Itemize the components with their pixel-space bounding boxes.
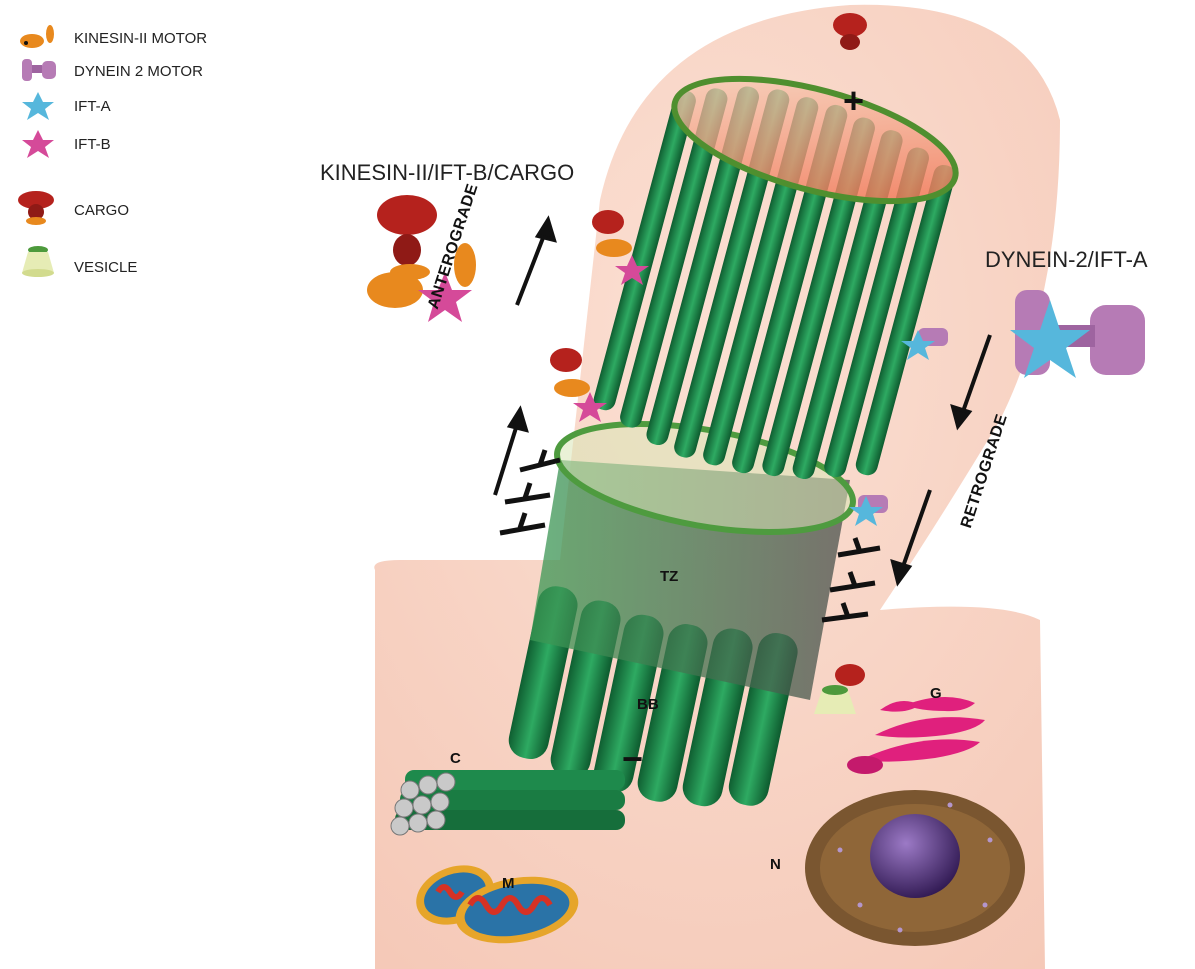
legend-label-ift-b: IFT-B (74, 136, 111, 153)
centriole (391, 770, 625, 835)
legend-item-vesicle: VESICLE (8, 251, 268, 285)
legend-label-ift-a: IFT-A (74, 98, 111, 115)
plus-end-marker: + (843, 80, 864, 122)
legend-label-cargo: CARGO (74, 202, 129, 219)
anterograde-complex-label: KINESIN-II/IFT-B/CARGO (320, 160, 574, 186)
legend-label-vesicle: VESICLE (74, 259, 137, 276)
legend-item-kinesin: KINESIN-II MOTOR (8, 22, 268, 56)
cargo-icon (14, 190, 62, 226)
dynein-ift-a-complex (1010, 290, 1145, 378)
legend-item-cargo: CARGO (8, 194, 268, 228)
retrograde-complex-label: DYNEIN-2/IFT-A (985, 247, 1148, 273)
golgi-label: G (930, 685, 942, 702)
ift-a-star-icon (14, 90, 62, 122)
legend-label-kinesin: KINESIN-II MOTOR (74, 30, 207, 47)
legend-item-ift-a: IFT-A (8, 90, 268, 124)
transition-zone-label: TZ (660, 568, 678, 585)
vesicle-icon (14, 243, 62, 279)
dynein-motor-icon (14, 55, 62, 85)
nucleus (805, 790, 1025, 946)
legend-item-dynein: DYNEIN 2 MOTOR (8, 55, 268, 89)
kinesin-motor-icon (14, 22, 62, 52)
minus-end-marker: − (622, 738, 643, 780)
centriole-label: C (450, 750, 461, 767)
mitochondrion-label: M (502, 875, 515, 892)
legend-label-dynein: DYNEIN 2 MOTOR (74, 63, 203, 80)
legend-item-ift-b: IFT-B (8, 128, 268, 162)
nucleus-label: N (770, 856, 781, 873)
ift-b-star-icon (14, 128, 62, 160)
basal-body-label: BB (637, 696, 659, 713)
